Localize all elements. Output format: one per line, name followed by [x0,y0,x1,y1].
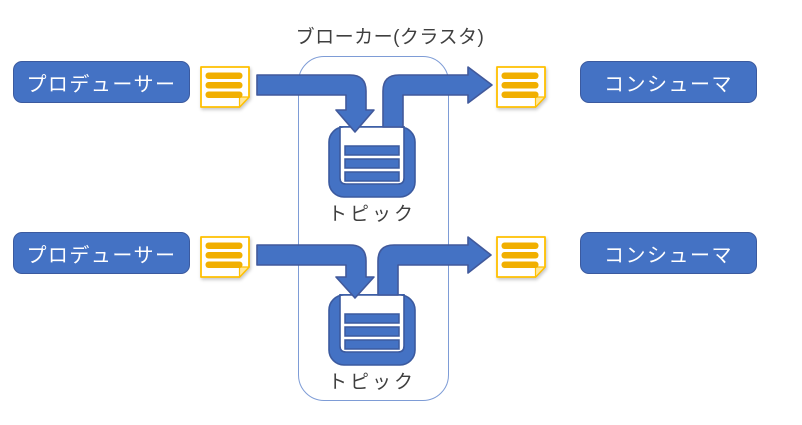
message-note-icon [200,236,250,278]
message-note-icon [496,66,546,108]
topic-label-2: トピック [327,372,416,393]
broker-cluster-boundary [298,56,449,401]
producer-node-1: プロデューサー [13,61,190,103]
topic-label-1: トピック [327,204,416,225]
topic-queue-icon [328,126,416,198]
message-note-icon [200,66,250,108]
broker-cluster-title: ブローカー(クラスタ) [295,27,485,48]
consumer-node-2: コンシューマ [580,232,757,274]
producer-node-2: プロデューサー [13,232,190,274]
message-note-icon [496,236,546,278]
topic-queue-icon [328,294,416,366]
consumer-node-1: コンシューマ [580,61,757,103]
